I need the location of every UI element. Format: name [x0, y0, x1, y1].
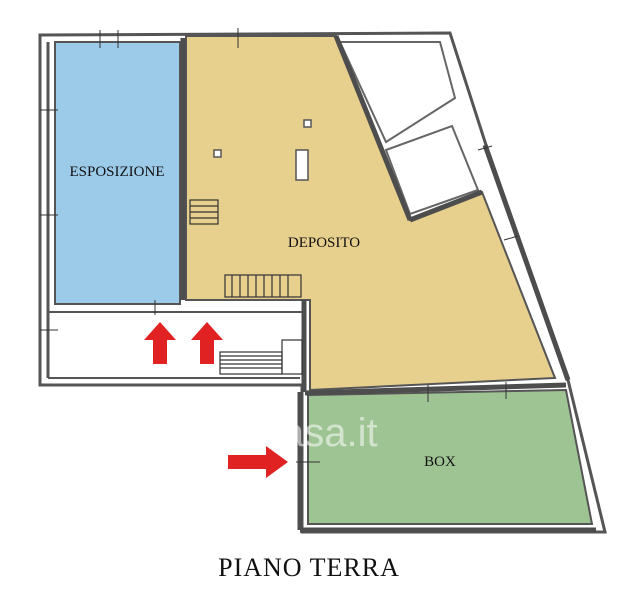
room-box	[307, 388, 594, 525]
floor-title: PIANO TERRA	[218, 553, 400, 582]
casa-it-watermark: casa.it	[217, 411, 378, 455]
staircase-upper	[189, 199, 302, 298]
label-deposito: DEPOSITO	[288, 235, 360, 251]
thick-walls	[180, 35, 596, 533]
side-cell-top	[338, 41, 457, 144]
side-cell-middle	[384, 124, 480, 216]
box-entrance-arrow	[228, 446, 288, 478]
entrance-arrow-left	[144, 322, 176, 364]
room-esposizione	[54, 41, 181, 305]
columns	[213, 119, 312, 181]
label-box: BOX	[424, 454, 456, 470]
entrance-arrow-right	[191, 322, 223, 364]
label-esposizione: ESPOSIZIONE	[69, 164, 164, 180]
watermark-text: casa.it	[262, 411, 378, 455]
staircase-lower	[219, 339, 303, 375]
wall-ticks	[40, 28, 519, 463]
